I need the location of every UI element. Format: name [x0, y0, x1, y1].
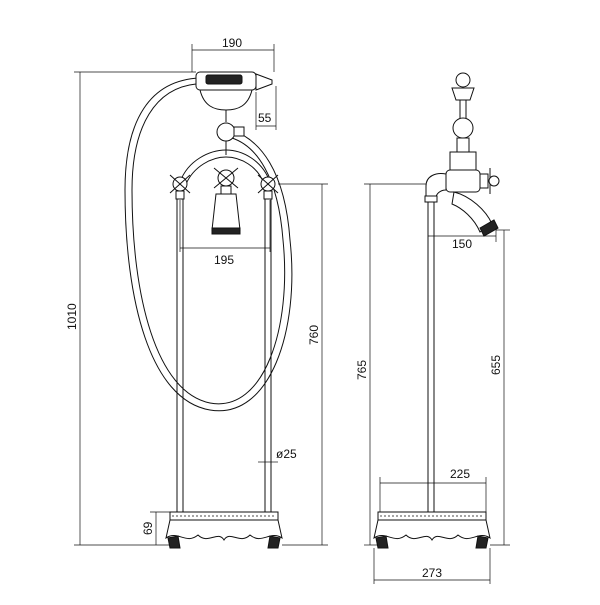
dim-spout-outlet-height: 655 [489, 355, 503, 375]
dim-spout-projection: 150 [452, 237, 472, 251]
side-handset [451, 72, 475, 118]
left-handle [169, 174, 191, 200]
dim-total-height: 1010 [65, 303, 79, 330]
side-spout [451, 191, 499, 237]
dim-valve-spacing: 195 [214, 253, 234, 267]
dim-handset-length: 190 [222, 36, 242, 50]
side-handle [479, 168, 500, 194]
handset [195, 71, 273, 122]
dim-handset-head: 55 [258, 111, 272, 125]
shower-hose [124, 77, 293, 412]
dim-base-outer: 273 [422, 566, 442, 580]
side-view: 150 765 655 225 273 [355, 72, 510, 584]
right-handle [257, 174, 279, 200]
dim-base-inner: 225 [450, 467, 470, 481]
dim-base-height: 69 [141, 521, 155, 535]
side-base [373, 511, 491, 549]
dim-pipe-diameter: ø25 [276, 447, 297, 461]
dim-spout-height: 765 [355, 360, 369, 380]
front-base [165, 511, 283, 549]
front-view: 190 55 195 1010 760 ø25 69 [65, 36, 328, 549]
dim-valve-height: 760 [307, 325, 321, 345]
center-diverter [213, 167, 239, 195]
